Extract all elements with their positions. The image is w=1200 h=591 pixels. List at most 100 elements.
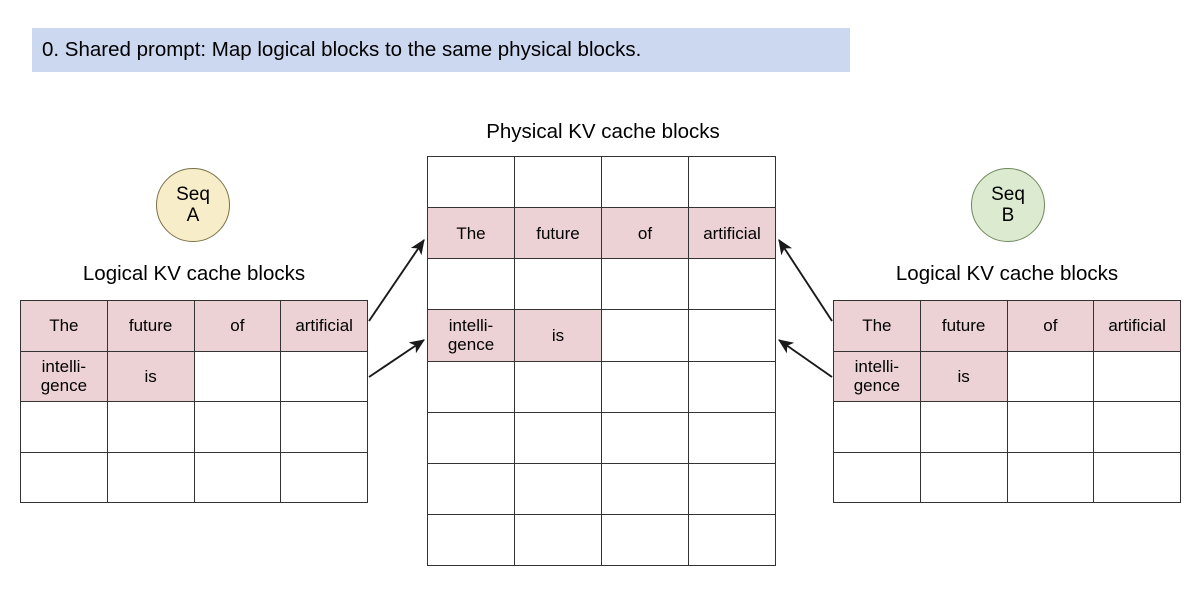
kv-block-cell-empty — [428, 514, 515, 566]
arrow-right-block1-to-physical-row4 — [778, 339, 833, 378]
kv-block-cell-empty — [834, 452, 921, 503]
kv-block-cell-filled: artificial — [281, 301, 368, 352]
seq-a-label-line1: Seq — [176, 184, 210, 205]
kv-block-token: of — [637, 223, 653, 243]
kv-block-cell-empty — [920, 402, 1008, 453]
kv-block-cell-empty — [107, 402, 195, 453]
logical-blocks-title-left: Logical KV cache blocks — [82, 262, 306, 285]
kv-block-cell-filled: of — [194, 301, 282, 352]
kv-block-token: artificial — [1108, 316, 1166, 336]
kv-block-token: intelli-gence — [853, 357, 901, 396]
kv-block-cell-empty — [602, 259, 689, 311]
seq-b-label-line1: Seq — [991, 184, 1025, 205]
kv-block-cell-empty — [602, 157, 689, 209]
kv-block-cell-empty — [21, 452, 108, 503]
arrow-right-block0-to-physical-row2 — [778, 239, 833, 322]
kv-block-token: is — [551, 325, 565, 345]
kv-block-cell-empty — [281, 452, 368, 503]
kv-block-cell-empty — [107, 452, 195, 503]
kv-block-cell-empty — [194, 402, 282, 453]
kv-block-token: The — [456, 223, 486, 243]
kv-block-cell-empty — [1094, 402, 1181, 453]
kv-block-cell-empty — [428, 463, 515, 515]
kv-block-token: The — [862, 316, 892, 336]
kv-block-cell-empty — [1094, 351, 1181, 402]
kv-block-token: future — [941, 316, 986, 336]
kv-block-token: of — [1043, 316, 1058, 336]
kv-block-cell-filled: future — [920, 301, 1008, 352]
kv-block-token: intelli-gence — [447, 316, 495, 355]
kv-block-token: future — [128, 316, 173, 336]
kv-block-cell-empty — [689, 310, 776, 362]
kv-block-cell-empty — [21, 402, 108, 453]
kv-block-cell-empty — [689, 157, 776, 209]
seq-b-badge: Seq B — [971, 168, 1045, 242]
step-banner: 0. Shared prompt: Map logical blocks to … — [32, 28, 850, 72]
kv-block-cell-filled: artificial — [689, 208, 776, 260]
kv-block-token: intelli-gence — [40, 357, 88, 396]
seq-a-badge: Seq A — [156, 168, 230, 242]
kv-block-token: The — [49, 316, 79, 336]
kv-block-cell-empty — [428, 259, 515, 311]
kv-block-cell-empty — [194, 351, 282, 402]
kv-block-cell-filled: The — [21, 301, 108, 352]
kv-block-cell-empty — [602, 361, 689, 413]
kv-block-cell-empty — [1094, 452, 1181, 503]
kv-block-cell-empty — [920, 452, 1008, 503]
kv-block-cell-empty — [281, 351, 368, 402]
kv-block-cell-filled: The — [834, 301, 921, 352]
kv-block-cell-filled: of — [1007, 301, 1095, 352]
kv-block-cell-empty — [602, 463, 689, 515]
logical-kv-grid-seq-b: The future of artificial intelli-gence is — [833, 300, 1181, 503]
kv-block-cell-filled: of — [602, 208, 689, 260]
kv-block-token: is — [144, 366, 157, 386]
kv-block-token: of — [230, 316, 245, 336]
kv-block-cell-empty — [689, 259, 776, 311]
kv-block-cell-filled: future — [515, 208, 602, 260]
seq-a-label-line2: A — [186, 205, 200, 226]
kv-block-cell-filled: is — [515, 310, 602, 362]
kv-block-cell-filled: is — [920, 351, 1008, 402]
kv-block-cell-empty — [428, 412, 515, 464]
kv-block-cell-filled: The — [428, 208, 515, 260]
kv-block-cell-filled: intelli-gence — [428, 310, 515, 362]
kv-block-cell-filled: artificial — [1094, 301, 1181, 352]
kv-block-cell-empty — [515, 157, 602, 209]
logical-kv-grid-seq-a: The future of artificial intelli-gence is — [20, 300, 368, 503]
kv-block-cell-filled: intelli-gence — [834, 351, 921, 402]
step-banner-text: 0. Shared prompt: Map logical blocks to … — [42, 38, 642, 61]
kv-block-token: future — [536, 223, 580, 243]
kv-block-cell-empty — [602, 310, 689, 362]
kv-block-cell-empty — [1007, 351, 1095, 402]
kv-block-cell-empty — [281, 402, 368, 453]
kv-block-cell-empty — [1007, 402, 1095, 453]
kv-block-token: artificial — [703, 223, 761, 243]
kv-block-cell-empty — [515, 412, 602, 464]
kv-block-cell-empty — [689, 463, 776, 515]
kv-block-cell-filled: future — [107, 301, 195, 352]
kv-block-cell-empty — [834, 402, 921, 453]
kv-block-cell-empty — [428, 361, 515, 413]
kv-block-cell-empty — [515, 463, 602, 515]
kv-block-cell-empty — [602, 412, 689, 464]
kv-block-token: is — [957, 366, 970, 386]
kv-block-cell-empty — [428, 157, 515, 209]
logical-blocks-title-right: Logical KV cache blocks — [895, 262, 1119, 285]
kv-block-cell-empty — [515, 259, 602, 311]
physical-blocks-title: Physical KV cache blocks — [486, 120, 720, 143]
arrow-left-block1-to-physical-row4 — [368, 339, 425, 378]
kv-block-cell-empty — [194, 452, 282, 503]
physical-kv-grid: The future of artificial intelli-gence is — [427, 156, 776, 566]
kv-block-cell-empty — [689, 412, 776, 464]
kv-block-cell-empty — [515, 361, 602, 413]
kv-block-cell-filled: is — [107, 351, 195, 402]
arrow-left-block0-to-physical-row2 — [368, 239, 425, 322]
seq-b-label-line2: B — [1001, 205, 1015, 226]
kv-block-cell-filled: intelli-gence — [21, 351, 108, 402]
kv-block-cell-empty — [1007, 452, 1095, 503]
kv-block-token: artificial — [295, 316, 353, 336]
kv-block-cell-empty — [689, 514, 776, 566]
kv-block-cell-empty — [515, 514, 602, 566]
kv-block-cell-empty — [602, 514, 689, 566]
